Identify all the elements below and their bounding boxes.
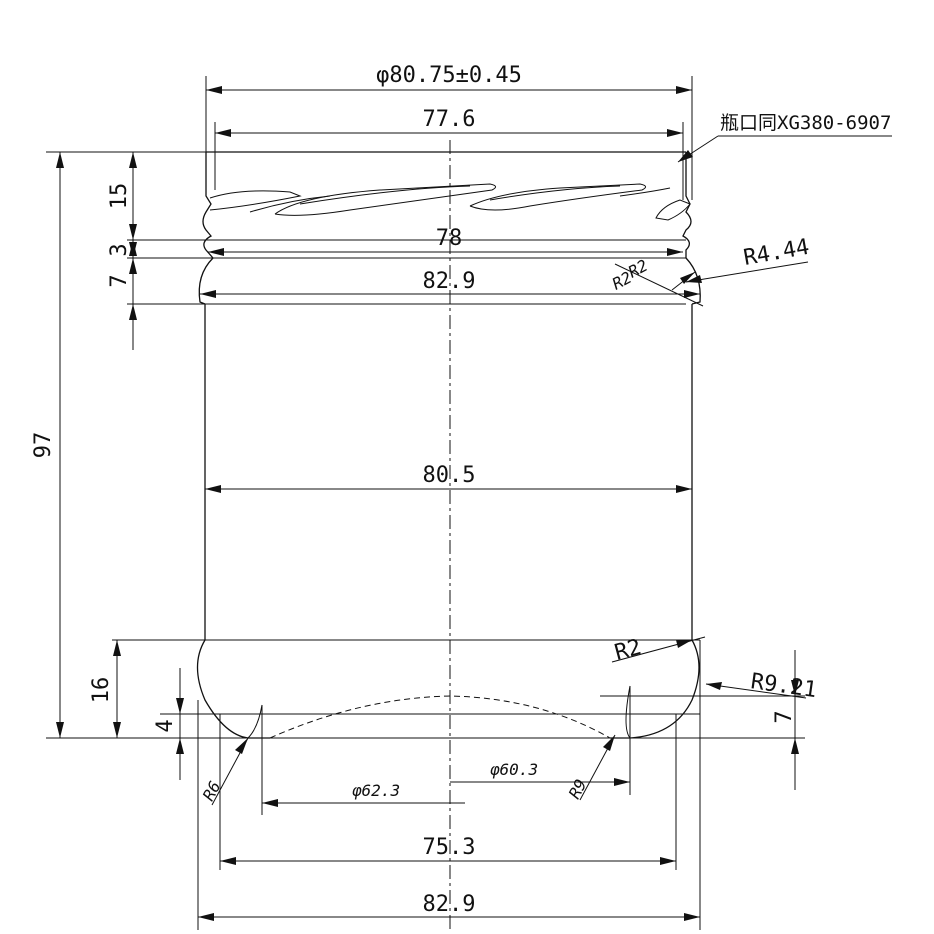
dim-inner-recess: φ62.3 xyxy=(262,781,465,807)
label-finish-note: 瓶口同XG380-6907 xyxy=(720,112,891,134)
label-bottom: 82.9 xyxy=(423,892,476,917)
push-up-profile xyxy=(269,695,611,739)
dim-bead: 78 xyxy=(208,226,683,256)
label-finish-height: 15 xyxy=(107,183,132,210)
label-base-height: 16 xyxy=(89,677,114,704)
label-inner-recess: φ62.3 xyxy=(352,781,400,800)
finish-note: 瓶口同XG380-6907 xyxy=(677,112,892,163)
label-bead-height: 3 xyxy=(107,243,132,256)
dim-finish-outer: φ80.75±0.45 xyxy=(206,63,692,94)
dim-neck-height: 7 xyxy=(107,258,137,350)
dim-shoulder: 82.9 xyxy=(200,269,700,298)
reference-lines xyxy=(46,76,805,930)
thread-strokes xyxy=(209,183,691,221)
dim-bottom: 82.9 xyxy=(198,892,700,921)
label-push-up: 7 xyxy=(772,710,797,723)
label-overall-height: 97 xyxy=(31,432,56,459)
dim-bottom-step: 4 xyxy=(153,668,184,780)
label-shoulder: 82.9 xyxy=(423,269,476,294)
label-neck-height: 7 xyxy=(107,274,132,287)
radius-bottom-right: R9 xyxy=(565,734,616,802)
label-radius-heel-main: R9.21 xyxy=(749,669,818,703)
radius-shoulder-outer: R4.44 xyxy=(685,235,812,283)
radius-bottom-left: R6 xyxy=(199,737,249,806)
label-radius-heel-upper: R2 xyxy=(612,635,644,666)
dim-body: 80.5 xyxy=(205,463,692,493)
label-body: 80.5 xyxy=(423,463,476,488)
dim-bead-height: 3 xyxy=(107,240,137,258)
label-finish-outer: φ80.75±0.45 xyxy=(376,63,522,88)
label-bead: 78 xyxy=(436,226,463,251)
dim-base-height: 16 xyxy=(89,640,121,738)
dim-thread: 77.6 xyxy=(215,107,683,137)
label-bottom-step: 4 xyxy=(153,719,178,732)
radius-heel-main: R9.21 xyxy=(705,669,818,703)
label-recess: φ60.3 xyxy=(490,760,538,779)
dim-overall-height: 97 xyxy=(31,152,64,738)
dim-push-up: 7 xyxy=(772,650,799,790)
label-radius-bottom-right: R9 xyxy=(565,776,591,802)
dim-base-contact: 75.3 xyxy=(220,835,676,865)
label-radius-shoulder-outer: R4.44 xyxy=(742,235,812,271)
radius-heel-upper: R2 xyxy=(611,635,706,666)
label-base-contact: 75.3 xyxy=(423,835,476,860)
dim-recess: φ60.3 xyxy=(450,760,630,786)
label-thread: 77.6 xyxy=(423,107,476,132)
label-radius-bottom-left: R6 xyxy=(199,778,225,804)
